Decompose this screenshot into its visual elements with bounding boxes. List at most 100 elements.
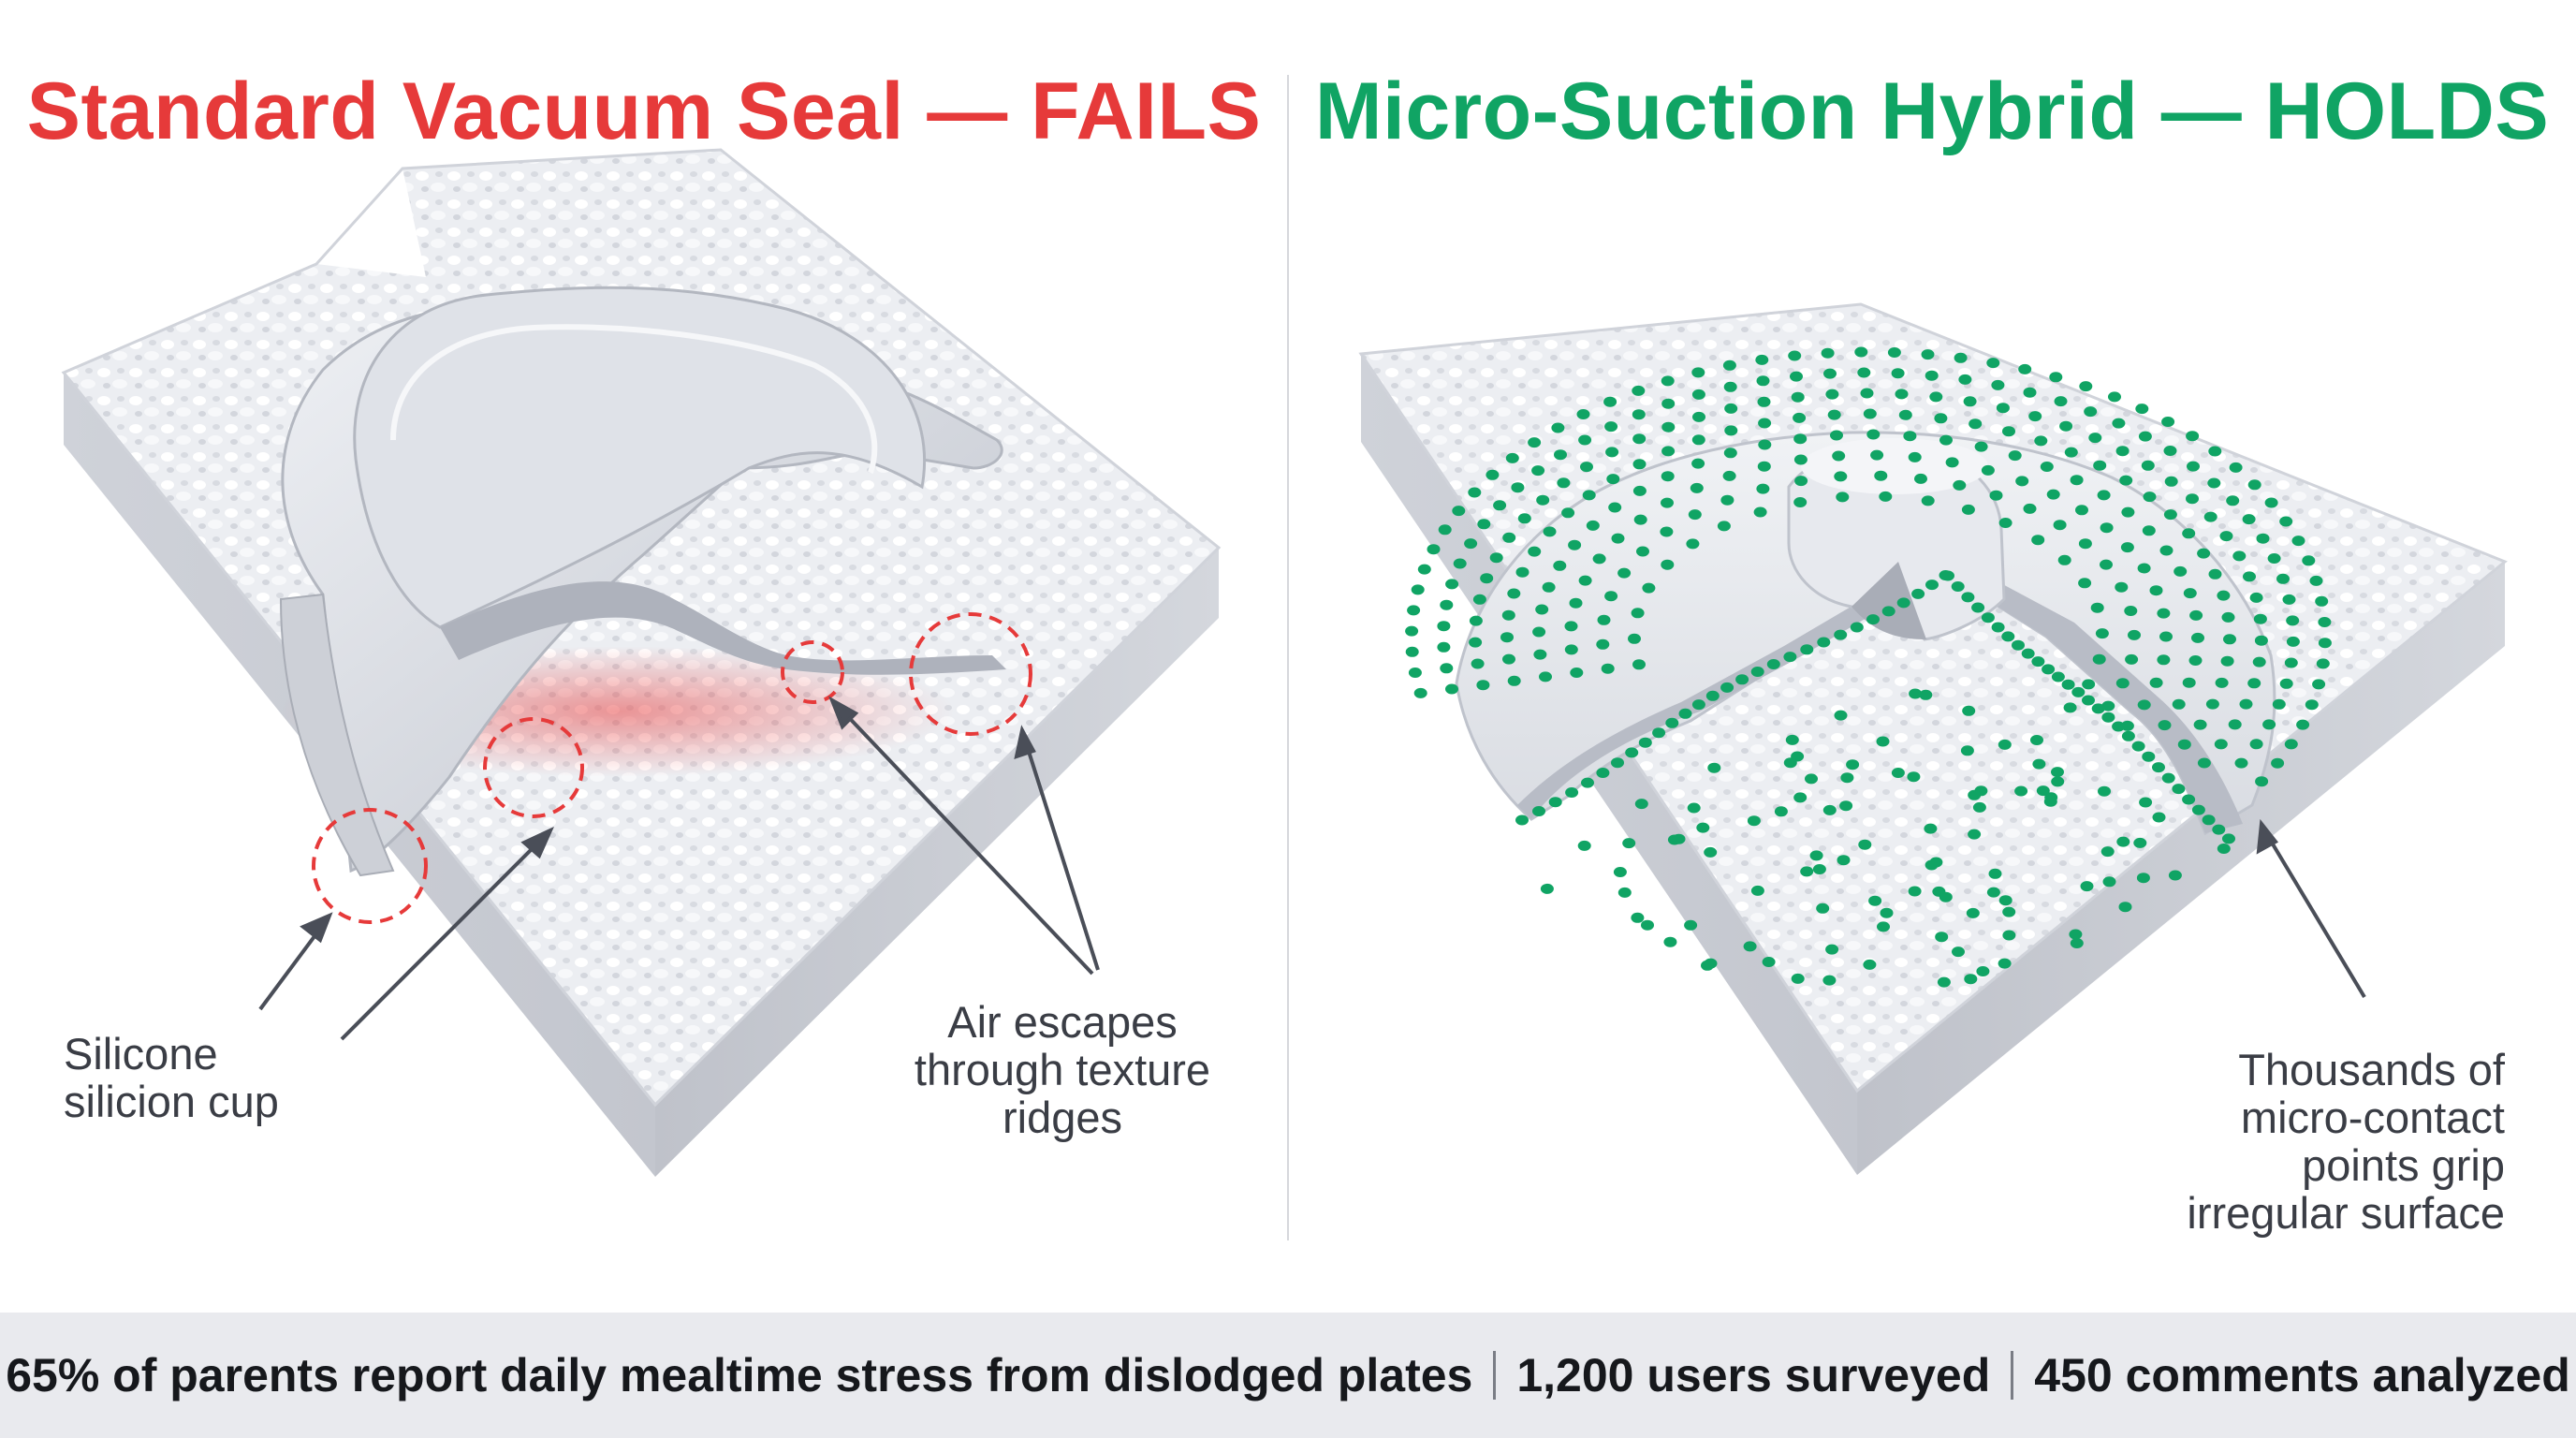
micro-contact-dot — [1505, 452, 1519, 463]
micro-contact-dot — [1991, 379, 2005, 390]
micro-contact-dot — [2051, 767, 2064, 778]
micro-contact-dot — [1891, 368, 1905, 379]
micro-contact-dot — [1641, 919, 1654, 931]
micro-contact-dot — [1793, 497, 1808, 507]
micro-contact-dot — [1857, 367, 1871, 378]
micro-contact-dot — [1723, 381, 1737, 392]
micro-contact-dot — [1986, 887, 2000, 898]
micro-contact-dot — [1603, 396, 1617, 407]
micro-contact-dot — [1405, 646, 1419, 657]
micro-contact-dot — [1540, 883, 1554, 894]
micro-contact-dot — [1791, 751, 1805, 762]
micro-contact-dot — [2049, 372, 2063, 383]
air-callout-line-1: Air escapes — [947, 997, 1178, 1047]
micro-contact-dot — [1924, 823, 1938, 834]
micro-contact-dot — [1981, 612, 1995, 624]
micro-contact-dot — [1908, 886, 1922, 897]
micro-contact-dot — [1809, 850, 1823, 861]
micro-contact-dot — [1472, 594, 1486, 605]
micro-contact-dot — [2152, 762, 2165, 773]
micro-contact-dot — [1991, 622, 2005, 633]
micro-contact-dot — [2264, 497, 2278, 508]
micro-contact-dot — [1756, 483, 1770, 494]
micro-contact-dot — [2159, 631, 2173, 642]
micro-contact-dot — [2079, 381, 2093, 392]
micro-contact-dot — [1532, 806, 1545, 816]
micro-contact-dot — [2031, 656, 2045, 668]
micro-contact-dot — [2084, 406, 2098, 418]
micro-contact-dot — [2057, 554, 2071, 565]
micro-contact-dot — [2253, 613, 2267, 624]
micro-contact-dot — [1989, 490, 2003, 501]
micro-contact-dot — [1578, 434, 1592, 446]
micro-contact-dot — [2183, 588, 2197, 599]
micro-contact-dot — [1464, 538, 1478, 550]
micro-contact-dot — [1850, 622, 1864, 633]
micro-contact-dot — [1493, 500, 1507, 511]
micro-contact-dot — [1665, 717, 1679, 728]
micro-contact-dot — [1652, 727, 1666, 739]
cup-callout-line-2: silicion cup — [64, 1077, 279, 1126]
micro-contact-dot — [2149, 585, 2163, 596]
micro-contact-dot — [2069, 929, 2083, 940]
micro-contact-dot — [2234, 757, 2248, 769]
micro-contact-dot — [1972, 801, 1986, 813]
micro-contact-dot — [1469, 615, 1483, 626]
micro-contact-dot — [2182, 528, 2196, 539]
micro-contact-dot — [1625, 747, 1639, 758]
arrow-air-2 — [1023, 739, 1100, 971]
micro-contact-dot — [2044, 792, 2058, 803]
panel-divider — [1287, 75, 1289, 1240]
micro-contact-dot — [1822, 975, 1837, 986]
micro-contact-dot — [1601, 663, 1615, 674]
micro-contact-dot — [2291, 536, 2305, 547]
micro-contact-dot — [1604, 591, 1618, 602]
micro-contact-dot — [1469, 637, 1483, 648]
stat-separator — [1493, 1351, 1497, 1400]
micro-contact-dot — [2031, 535, 2045, 546]
micro-contact-dot — [2161, 772, 2175, 784]
micro-contact-dot — [1925, 370, 1939, 381]
micro-contact-dot — [1964, 974, 1978, 985]
contact-callout-line-1: Thousands of — [2238, 1045, 2505, 1094]
micro-contact-dot — [2102, 876, 2116, 888]
micro-contact-dot — [2282, 594, 2296, 605]
micro-contact-dot — [2128, 629, 2141, 640]
micro-contact-dot — [2100, 559, 2113, 570]
micro-contact-dot — [2157, 608, 2171, 619]
micro-contact-dot — [2202, 814, 2216, 826]
micro-contact-dot — [1561, 507, 1575, 519]
micro-contact-dot — [1939, 891, 1953, 902]
micro-contact-dot — [1592, 553, 1606, 565]
micro-contact-dot — [1691, 434, 1705, 446]
micro-contact-dot — [1691, 389, 1705, 400]
micro-contact-dot — [1870, 449, 1884, 461]
micro-contact-dot — [2064, 447, 2078, 458]
micro-contact-dot — [1960, 745, 1974, 756]
micro-contact-dot — [2115, 678, 2130, 689]
micro-contact-dot — [1998, 518, 2012, 528]
micro-contact-dot — [1863, 959, 1877, 970]
micro-contact-dot — [1704, 846, 1718, 858]
micro-contact-dot — [2082, 679, 2096, 690]
micro-contact-dot — [1891, 768, 1905, 778]
micro-contact-dot — [2115, 446, 2130, 457]
micro-contact-dot — [2135, 404, 2149, 415]
micro-contact-dot — [1548, 797, 1562, 808]
micro-contact-dot — [2243, 571, 2256, 582]
micro-contact-dot — [2252, 656, 2266, 668]
micro-contact-dot — [1684, 919, 1698, 931]
micro-contact-dot — [1705, 690, 1720, 701]
micro-contact-dot — [1971, 602, 1985, 613]
micro-contact-dot — [1998, 895, 2012, 906]
micro-contact-dot — [2112, 721, 2126, 732]
micro-contact-dot — [1632, 385, 1646, 396]
micro-contact-dot — [2191, 804, 2205, 815]
micro-contact-dot — [1440, 663, 1454, 674]
micro-contact-dot — [1836, 492, 1850, 503]
micro-contact-dot — [1929, 391, 1943, 403]
micro-contact-dot — [1564, 621, 1578, 632]
micro-contact-dot — [1908, 451, 1922, 462]
stat-parents-stress: 65% of parents report daily mealtime str… — [6, 1349, 1473, 1401]
micro-contact-dot — [2023, 387, 2037, 398]
